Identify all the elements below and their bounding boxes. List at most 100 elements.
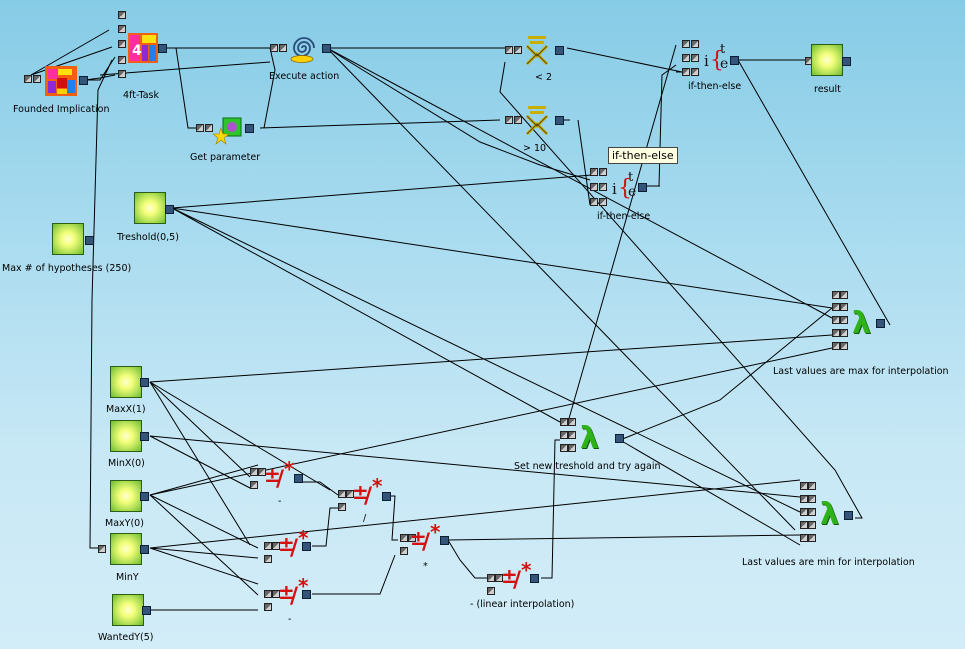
max-hypotheses-node[interactable] (52, 223, 97, 257)
input-port[interactable] (250, 468, 258, 476)
input-port[interactable] (840, 342, 848, 350)
arith-minus-2-node[interactable]: ± / * (264, 526, 324, 564)
input-port[interactable] (118, 11, 126, 19)
if-then-else-mid-node[interactable]: i { t e (590, 168, 650, 210)
arith-divide-node[interactable]: ± / * (338, 474, 398, 512)
input-port[interactable] (682, 54, 690, 62)
arith-multiply-node[interactable]: ± / * (400, 520, 460, 558)
input-port[interactable] (408, 534, 416, 542)
input-port[interactable] (691, 68, 699, 76)
output-port[interactable] (79, 76, 88, 85)
less-than-2-node[interactable] (505, 36, 570, 66)
execute-action-node[interactable] (270, 32, 340, 64)
input-port[interactable] (270, 44, 278, 52)
treshold-node[interactable] (134, 192, 179, 226)
output-port[interactable] (440, 536, 449, 545)
input-port[interactable] (258, 468, 266, 476)
input-port[interactable] (832, 291, 840, 299)
input-port[interactable] (808, 482, 816, 490)
output-port[interactable] (638, 183, 647, 192)
output-port[interactable] (140, 492, 149, 501)
input-port[interactable] (832, 342, 840, 350)
output-port[interactable] (165, 205, 174, 214)
wantedy-node[interactable] (112, 594, 157, 628)
input-port[interactable] (560, 418, 568, 426)
output-port[interactable] (555, 46, 564, 55)
input-port[interactable] (568, 418, 576, 426)
output-port[interactable] (555, 116, 564, 125)
founded-implication-node[interactable] (24, 66, 89, 96)
input-port[interactable] (560, 444, 568, 452)
input-port[interactable] (272, 590, 280, 598)
lambda-set-treshold-node[interactable]: λ (560, 418, 630, 458)
maxx-node[interactable] (110, 366, 155, 400)
input-port[interactable] (118, 40, 126, 48)
input-port[interactable] (808, 534, 816, 542)
input-port[interactable] (560, 431, 568, 439)
output-port[interactable] (294, 474, 303, 483)
output-port[interactable] (302, 590, 311, 599)
output-port[interactable] (844, 511, 853, 520)
input-port[interactable] (250, 481, 258, 489)
input-port[interactable] (487, 574, 495, 582)
input-port[interactable] (264, 590, 272, 598)
input-port[interactable] (514, 116, 522, 124)
arith-minus-3-node[interactable]: ± / * (264, 574, 324, 612)
input-port[interactable] (599, 183, 607, 191)
maxy-node[interactable] (110, 480, 155, 514)
output-port[interactable] (140, 545, 149, 554)
input-port[interactable] (33, 75, 41, 83)
output-port[interactable] (730, 56, 739, 65)
output-port[interactable] (158, 44, 167, 53)
input-port[interactable] (599, 198, 607, 206)
input-port[interactable] (840, 303, 848, 311)
get-parameter-node[interactable] (196, 116, 261, 146)
input-port[interactable] (24, 75, 32, 83)
output-port[interactable] (876, 319, 885, 328)
input-port[interactable] (264, 542, 272, 550)
arith-linear-interpolation-node[interactable]: ± / * (487, 558, 547, 596)
input-port[interactable] (840, 329, 848, 337)
input-port[interactable] (808, 495, 816, 503)
lambda-max-node[interactable]: λ (832, 291, 892, 361)
input-port[interactable] (808, 508, 816, 516)
miny-node[interactable] (98, 533, 153, 567)
input-port[interactable] (590, 168, 598, 176)
input-port[interactable] (691, 40, 699, 48)
input-port[interactable] (691, 54, 699, 62)
if-then-else-top-node[interactable]: i { t e (682, 40, 742, 80)
input-port[interactable] (505, 116, 513, 124)
input-port[interactable] (590, 183, 598, 191)
input-port[interactable] (832, 329, 840, 337)
input-port[interactable] (118, 25, 126, 33)
input-port[interactable] (264, 555, 272, 563)
output-port[interactable] (245, 124, 254, 133)
input-port[interactable] (264, 603, 272, 611)
output-port[interactable] (615, 434, 624, 443)
input-port[interactable] (196, 124, 204, 132)
input-port[interactable] (118, 70, 126, 78)
output-port[interactable] (140, 432, 149, 441)
minx-node[interactable] (110, 420, 155, 454)
input-port[interactable] (682, 40, 690, 48)
output-port[interactable] (302, 542, 311, 551)
input-port[interactable] (800, 534, 808, 542)
input-port[interactable] (487, 587, 495, 595)
result-node[interactable] (805, 44, 855, 78)
input-port[interactable] (682, 68, 690, 76)
input-port[interactable] (800, 521, 808, 529)
input-port[interactable] (98, 545, 106, 553)
input-port[interactable] (338, 490, 346, 498)
input-port[interactable] (800, 482, 808, 490)
ft-task-node[interactable]: 4 (115, 11, 170, 81)
input-port[interactable] (272, 542, 280, 550)
input-port[interactable] (599, 168, 607, 176)
input-port[interactable] (400, 534, 408, 542)
output-port[interactable] (382, 492, 391, 501)
output-port[interactable] (142, 606, 151, 615)
input-port[interactable] (514, 46, 522, 54)
input-port[interactable] (568, 431, 576, 439)
output-port[interactable] (842, 57, 851, 66)
input-port[interactable] (808, 521, 816, 529)
